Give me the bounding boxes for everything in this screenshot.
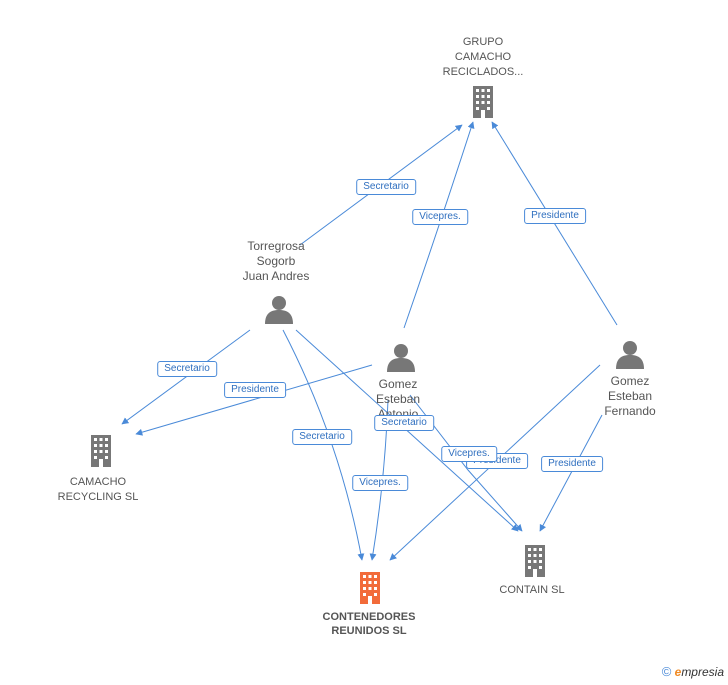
node-label-gomez-fernando[interactable]: Gomez Esteban Fernando (604, 374, 656, 418)
edge-fernando-contain (539, 414, 603, 532)
edge-label-secretario[interactable]: Secretario (292, 429, 352, 445)
empresia-watermark: © empresia (662, 664, 724, 679)
edge-label-vicepres[interactable]: Vicepres. (352, 475, 408, 491)
node-label-grupo-camacho[interactable]: GRUPO CAMACHO RECICLADOS... (442, 36, 524, 78)
edge-label-presidente[interactable]: Presidente (224, 382, 286, 398)
edge-antonio-camacho (135, 364, 373, 436)
edge-label-secretario[interactable]: Secretario (356, 179, 416, 195)
edge-antonio-grupo (403, 121, 475, 329)
person-icon[interactable] (387, 344, 415, 372)
copyright-symbol: © (661, 664, 672, 679)
person-icon[interactable] (265, 296, 293, 324)
empresia-logo-e: e (674, 665, 682, 679)
edge-torregrosa-camacho (121, 329, 251, 425)
edge-label-secretario[interactable]: Secretario (157, 361, 217, 377)
building-icon[interactable] (91, 435, 111, 467)
node-label-contain[interactable]: CONTAIN SL (499, 584, 565, 596)
empresia-logo-text: mpresia (681, 665, 724, 679)
building-icon[interactable] (525, 545, 545, 577)
edge-label-presidente[interactable]: Presidente (524, 208, 586, 224)
node-label-gomez-antonio[interactable]: Gomez Esteban Antonio (375, 377, 421, 415)
edge-label-secretario[interactable]: Secretario (374, 415, 434, 431)
node-label-torregrosa[interactable]: Torregrosa Sogorb Juan Andres (242, 239, 310, 283)
edge-label-vicepres[interactable]: Vicepres. (441, 446, 497, 462)
edge-label-presidente[interactable]: Presidente (541, 456, 603, 472)
node-label-contenedores[interactable]: CONTENEDORES REUNIDOS SL (322, 611, 416, 637)
node-label-camacho-recycling[interactable]: CAMACHO RECYCLING SL (57, 476, 139, 503)
person-icon[interactable] (616, 341, 644, 369)
building-icon[interactable] (360, 572, 380, 604)
edge-torregrosa-contenedores-secretario (282, 329, 365, 561)
edge-label-vicepres[interactable]: Vicepres. (412, 209, 468, 225)
building-icon[interactable] (473, 86, 493, 118)
edge-fernando-grupo (491, 121, 618, 326)
